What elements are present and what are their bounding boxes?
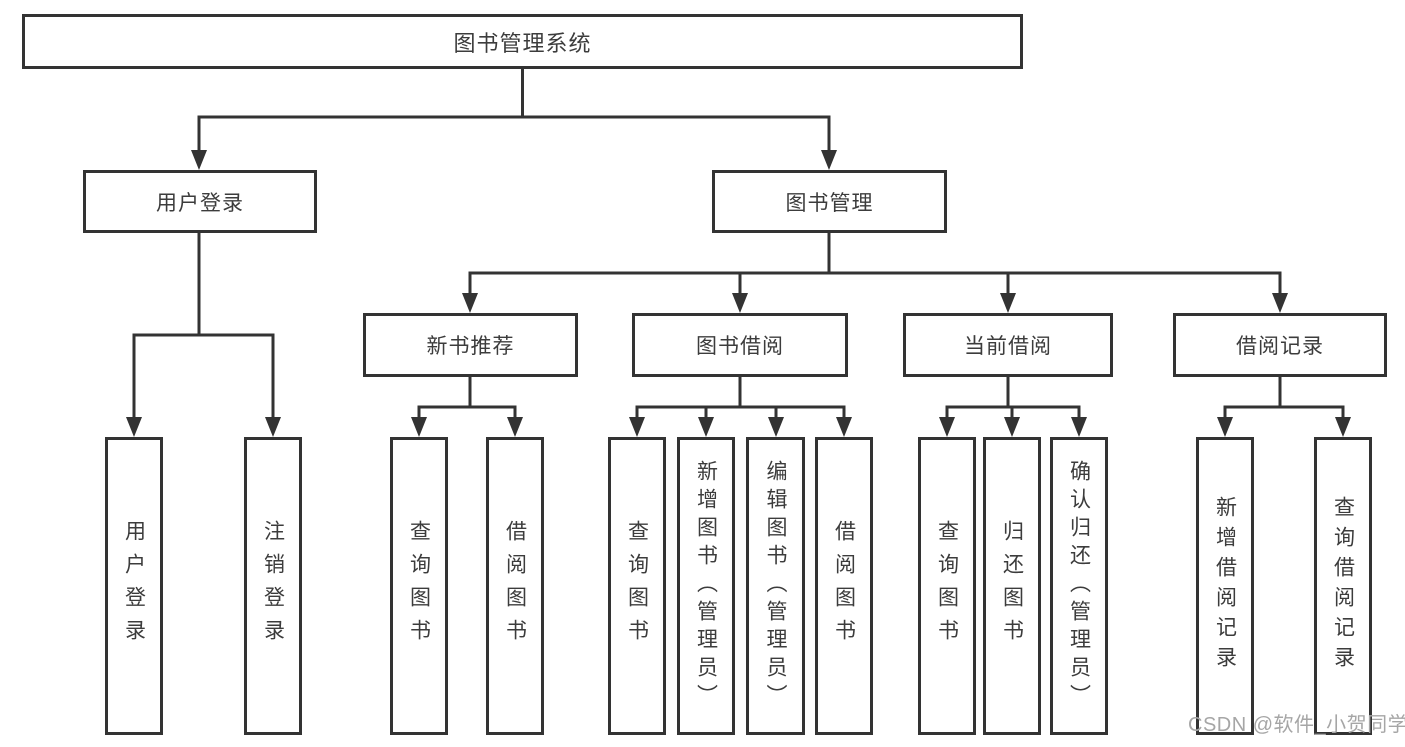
node-current-borrow-label: 当前借阅 bbox=[964, 335, 1052, 358]
node-leaf-query-borrow-record: 查询借阅记录 bbox=[1314, 437, 1372, 735]
arrowhead-icon bbox=[939, 417, 955, 437]
edge-current-borrow-to-leaves bbox=[939, 377, 1087, 437]
node-leaf-query-book-newrec-label: 查询图书 bbox=[407, 520, 431, 652]
node-book-mgmt-label: 图书管理 bbox=[785, 191, 874, 215]
node-leaf-add-book-admin-label: 新增图书（管理员） bbox=[694, 460, 718, 712]
node-leaf-query-book-borrow: 查询图书 bbox=[608, 437, 666, 735]
node-root: 图书管理系统 bbox=[22, 14, 1023, 69]
arrowhead-icon bbox=[411, 417, 427, 437]
node-leaf-borrow-book-newrec: 借阅图书 bbox=[486, 437, 544, 735]
node-leaf-user-login-label: 用户登录 bbox=[122, 520, 146, 652]
arrowhead-icon bbox=[1335, 417, 1351, 437]
node-leaf-borrow-book-borrow: 借阅图书 bbox=[815, 437, 873, 735]
edge-new-book-rec-to-leaves bbox=[411, 377, 523, 437]
arrowhead-icon bbox=[126, 417, 142, 437]
node-leaf-logout: 注销登录 bbox=[244, 437, 302, 735]
arrowhead-icon bbox=[629, 417, 645, 437]
node-leaf-return-book: 归还图书 bbox=[983, 437, 1041, 735]
node-leaf-add-borrow-record: 新增借阅记录 bbox=[1196, 437, 1254, 735]
node-leaf-query-book-newrec: 查询图书 bbox=[390, 437, 448, 735]
arrowhead-icon bbox=[1272, 293, 1288, 313]
arrowhead-icon bbox=[732, 293, 748, 313]
arrowhead-icon bbox=[1071, 417, 1087, 437]
arrowhead-icon bbox=[1004, 417, 1020, 437]
arrowhead-icon bbox=[768, 417, 784, 437]
node-leaf-query-book-borrow-label: 查询图书 bbox=[625, 520, 649, 652]
node-leaf-return-book-label: 归还图书 bbox=[1000, 520, 1024, 652]
arrowhead-icon bbox=[462, 293, 478, 313]
node-leaf-confirm-return-admin-label: 确认归还（管理员） bbox=[1067, 460, 1091, 712]
node-borrow-record: 借阅记录 bbox=[1173, 313, 1387, 377]
node-leaf-confirm-return-admin: 确认归还（管理员） bbox=[1050, 437, 1108, 735]
arrowhead-icon bbox=[698, 417, 714, 437]
node-root-label: 图书管理系统 bbox=[453, 30, 592, 56]
arrowhead-icon bbox=[836, 417, 852, 437]
node-leaf-query-book-current-label: 查询图书 bbox=[935, 520, 959, 652]
arrowhead-icon bbox=[1217, 417, 1233, 437]
node-new-book-rec: 新书推荐 bbox=[363, 313, 578, 377]
node-leaf-user-login: 用户登录 bbox=[105, 437, 163, 735]
node-leaf-borrow-book-borrow-label: 借阅图书 bbox=[832, 520, 856, 652]
edge-book-borrow-to-leaves bbox=[629, 377, 852, 437]
node-current-borrow: 当前借阅 bbox=[903, 313, 1113, 377]
node-user-login-branch: 用户登录 bbox=[83, 170, 317, 233]
node-user-login-branch-label: 用户登录 bbox=[156, 191, 244, 215]
arrowhead-icon bbox=[1000, 293, 1016, 313]
node-borrow-record-label: 借阅记录 bbox=[1236, 335, 1324, 358]
arrowhead-icon bbox=[191, 150, 207, 170]
node-leaf-query-borrow-record-label: 查询借阅记录 bbox=[1331, 496, 1355, 676]
node-leaf-edit-book-admin: 编辑图书（管理员） bbox=[746, 437, 805, 735]
edge-user-login-to-leaves bbox=[126, 233, 281, 437]
arrowhead-icon bbox=[821, 150, 837, 170]
arrowhead-icon bbox=[507, 417, 523, 437]
node-leaf-query-book-current: 查询图书 bbox=[918, 437, 976, 735]
node-leaf-edit-book-admin-label: 编辑图书（管理员） bbox=[764, 460, 787, 712]
node-book-borrow-label: 图书借阅 bbox=[696, 335, 784, 358]
node-leaf-borrow-book-newrec-label: 借阅图书 bbox=[503, 520, 527, 652]
node-leaf-add-borrow-record-label: 新增借阅记录 bbox=[1213, 496, 1237, 676]
node-book-mgmt: 图书管理 bbox=[712, 170, 947, 233]
node-book-borrow: 图书借阅 bbox=[632, 313, 848, 377]
node-new-book-rec-label: 新书推荐 bbox=[426, 335, 515, 358]
watermark: CSDN @软件_小贺同学 bbox=[1188, 714, 1405, 736]
arrowhead-icon bbox=[265, 417, 281, 437]
node-leaf-logout-label: 注销登录 bbox=[261, 520, 285, 652]
edge-borrow-record-to-leaves bbox=[1217, 377, 1351, 437]
edge-book-mgmt-to-level3 bbox=[462, 233, 1288, 313]
edge-root-to-level2 bbox=[191, 69, 837, 170]
node-leaf-add-book-admin: 新增图书（管理员） bbox=[677, 437, 735, 735]
